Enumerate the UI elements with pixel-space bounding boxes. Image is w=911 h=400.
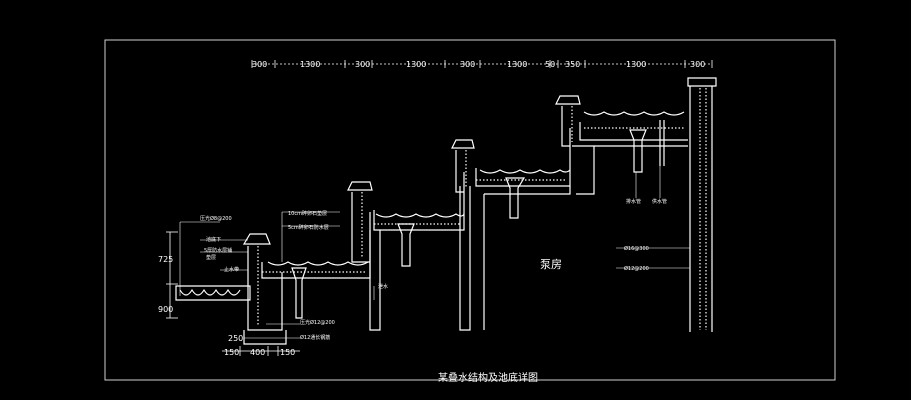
note-step-1: 10cm碎卵石垫层	[288, 210, 327, 217]
structure-outline	[175, 77, 717, 345]
left-dimension-line	[166, 231, 178, 319]
top-dim-6: 1300	[507, 60, 527, 69]
note-left-1: 压光Ø8@200	[200, 215, 232, 222]
base-dim-250: 250	[228, 334, 243, 343]
top-dim-8: 350	[565, 60, 580, 69]
top-dim-10: 300	[690, 60, 705, 69]
drawing-title: 某叠水结构及池底详图	[438, 371, 538, 384]
room-label: 泵房	[540, 258, 562, 271]
note-right-3: Ø16@300	[624, 245, 649, 252]
left-dim-725: 725	[158, 255, 173, 264]
note-lower-1: 压光Ø12@200	[300, 319, 335, 326]
bottom-dim-400: 400	[250, 348, 265, 357]
top-dim-2: 1300	[300, 60, 320, 69]
leader-lines	[179, 166, 690, 339]
note-right-4: Ø12@200	[624, 265, 649, 272]
top-dim-3: 300	[355, 60, 370, 69]
bottom-dim-150a: 150	[224, 348, 239, 357]
bottom-dimension-line	[222, 346, 300, 356]
note-right-2: 供水管	[652, 198, 667, 205]
top-dim-4: 1300	[406, 60, 426, 69]
top-dim-9: 1300	[626, 60, 646, 69]
left-dim-900: 900	[158, 305, 173, 314]
note-step-2: 5cm碎卵石防水层	[288, 224, 329, 231]
note-left-4: 垫层	[206, 254, 216, 261]
drawing-frame	[104, 39, 836, 381]
note-lower-3: 泄水	[378, 283, 388, 290]
note-left-2: 池底下	[206, 236, 221, 243]
top-dim-7: 50	[545, 60, 555, 69]
note-left-3: 5厚防水层铺	[204, 247, 232, 254]
note-right-1: 排水管	[626, 198, 641, 205]
top-dimension-line	[251, 60, 713, 68]
top-dim-5: 300	[460, 60, 475, 69]
top-dim-1: 300	[252, 60, 267, 69]
bottom-dim-150b: 150	[280, 348, 295, 357]
note-left-5: 止水带	[224, 266, 239, 273]
note-lower-2: Ø12通长钢筋	[300, 334, 330, 341]
